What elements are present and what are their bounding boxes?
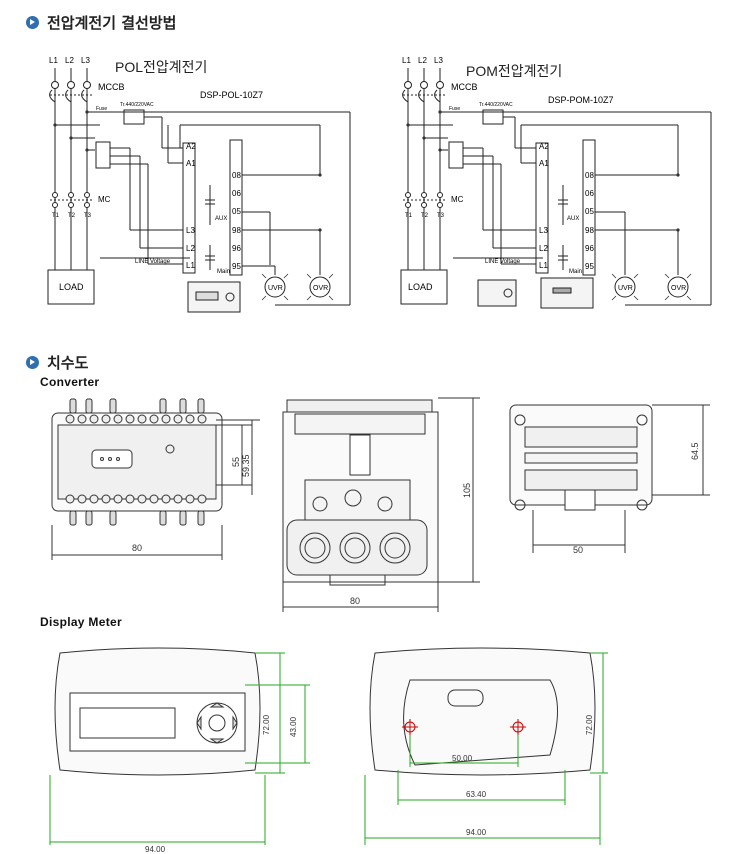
bullet-icon xyxy=(26,356,39,369)
pol-out-t3: T3 xyxy=(84,213,92,219)
pol-line-l1: L1 xyxy=(49,56,58,65)
pom-tr-label: Tr.440/220VAC xyxy=(479,102,513,108)
display-back-width: 94.00 xyxy=(466,828,487,837)
pom-term-a1: A1 xyxy=(539,159,549,168)
pol-main-label: Main xyxy=(217,269,230,275)
pol-mccb-label: MCCB xyxy=(98,82,125,92)
bullet-icon xyxy=(26,16,39,29)
pol-term-08: 08 xyxy=(232,171,241,180)
pol-term-l1: L1 xyxy=(186,261,195,270)
converter-front-view: 80 55 59.35 xyxy=(51,398,260,560)
pol-load-label: LOAD xyxy=(59,282,84,292)
converter-back-view: 50 64.5 xyxy=(509,404,710,555)
pom-ovr-label: OVR xyxy=(671,285,686,292)
pol-line-voltage-label: LINE Voltage xyxy=(135,259,171,265)
pom-out-t1: T1 xyxy=(405,213,413,219)
pol-aux-label: AUX xyxy=(215,216,227,222)
display-back-inner-width: 63.40 xyxy=(466,790,487,799)
display-front-height-inner: 43.00 xyxy=(289,716,298,737)
pom-term-95: 95 xyxy=(585,262,594,271)
pom-line-voltage-label: LINE Voltage xyxy=(485,259,521,265)
pom-uvr-label: UVR xyxy=(618,285,633,292)
pom-mccb-label: MCCB xyxy=(451,82,478,92)
display-meter-label: Display Meter xyxy=(40,615,122,629)
display-meter-front-view: 94.00 72.00 43.00 xyxy=(49,647,310,854)
pom-term-l1: L1 xyxy=(539,261,548,270)
converter-front-h2: 59.35 xyxy=(241,454,251,477)
pol-term-96: 96 xyxy=(232,244,241,253)
pom-line-l2: L2 xyxy=(418,56,427,65)
pom-aux-label: AUX xyxy=(567,216,579,222)
pol-wiring-diagram: L1 L2 L3 POL전압계전기 MCCB DSP-POL-10Z7 Fuse… xyxy=(47,56,351,313)
converter-front-h1: 55 xyxy=(231,457,241,467)
converter-side-width: 80 xyxy=(350,596,360,606)
pom-term-98: 98 xyxy=(585,226,594,235)
pom-term-08: 08 xyxy=(585,171,594,180)
pol-term-05: 05 xyxy=(232,207,241,216)
pom-title: POM전압계전기 xyxy=(466,63,562,79)
pom-wiring-diagram: L1 L2 L3 POM전압계전기 MCCB DSP-POM-10Z7 Fuse… xyxy=(400,56,712,309)
dimensions-section-title: 치수도 xyxy=(26,352,88,373)
pom-term-l2: L2 xyxy=(539,244,548,253)
pom-out-t2: T2 xyxy=(421,213,429,219)
pom-mc-label: MC xyxy=(451,195,464,204)
pol-ovr-label: OVR xyxy=(313,285,328,292)
pom-main-label: Main xyxy=(569,269,582,275)
pol-model: DSP-POL-10Z7 xyxy=(200,90,263,100)
pol-term-l3: L3 xyxy=(186,226,195,235)
pom-term-05: 05 xyxy=(585,207,594,216)
converter-label: Converter xyxy=(40,375,100,389)
pol-term-l2: L2 xyxy=(186,244,195,253)
pol-mc-label: MC xyxy=(98,195,111,204)
pom-fuse-label: Fuse xyxy=(449,106,460,112)
pom-term-06: 06 xyxy=(585,189,594,198)
converter-front-width: 80 xyxy=(132,543,142,553)
pol-line-l2: L2 xyxy=(65,56,74,65)
pol-term-06: 06 xyxy=(232,189,241,198)
converter-back-width: 50 xyxy=(573,545,583,555)
pom-line-l3: L3 xyxy=(434,56,443,65)
dimensions-title-text: 치수도 xyxy=(47,354,89,372)
pom-line-l1: L1 xyxy=(402,56,411,65)
pom-term-l3: L3 xyxy=(539,226,548,235)
pom-load-label: LOAD xyxy=(408,282,433,292)
pol-title: POL전압계전기 xyxy=(115,59,207,75)
pol-line-l3: L3 xyxy=(81,56,90,65)
converter-back-height: 64.5 xyxy=(690,442,700,460)
pom-out-t3: T3 xyxy=(437,213,445,219)
converter-side-view: 80 105 xyxy=(282,397,480,612)
pol-out-t2: T2 xyxy=(68,213,76,219)
display-front-height-outer: 72.00 xyxy=(262,714,271,735)
pom-term-96: 96 xyxy=(585,244,594,253)
pol-tr-label: Tr.440/220VAC xyxy=(120,102,154,108)
pol-out-t1: T1 xyxy=(52,213,60,219)
pol-term-a1: A1 xyxy=(186,159,196,168)
converter-side-height: 105 xyxy=(462,483,472,498)
display-back-hole-spacing: 50.00 xyxy=(452,754,473,763)
display-front-width: 94.00 xyxy=(145,845,166,854)
pol-term-98: 98 xyxy=(232,226,241,235)
pom-term-a2: A2 xyxy=(539,142,549,151)
wiring-section-title: 전압계전기 결선방법 xyxy=(26,12,176,33)
pol-term-95: 95 xyxy=(232,262,241,271)
display-back-height: 72.00 xyxy=(585,714,594,735)
pol-term-a2: A2 xyxy=(186,142,196,151)
pom-model: DSP-POM-10Z7 xyxy=(548,95,614,105)
wiring-title-text: 전압계전기 결선방법 xyxy=(47,14,177,32)
pol-fuse-label: Fuse xyxy=(96,106,107,112)
display-meter-back-view: 50.00 63.40 94.00 72.00 xyxy=(364,647,608,845)
pol-uvr-label: UVR xyxy=(268,285,283,292)
